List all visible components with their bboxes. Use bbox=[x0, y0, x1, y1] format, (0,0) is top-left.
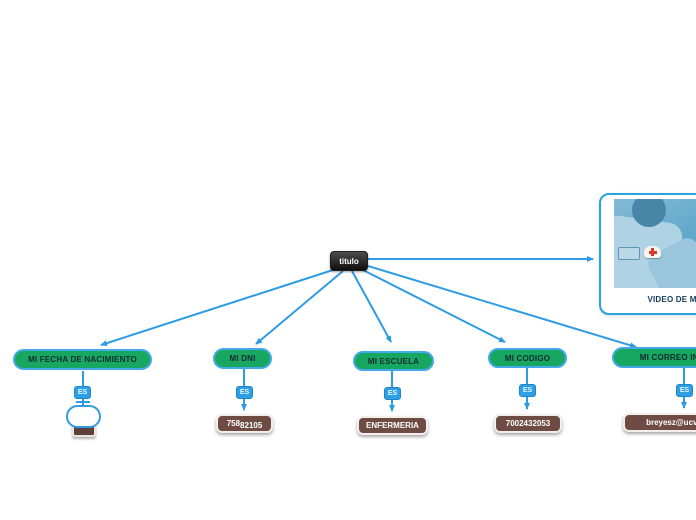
relation-label-correo[interactable]: ES bbox=[676, 384, 693, 397]
video-thumbnail[interactable]: ¿Qué LICE ENF bbox=[614, 199, 696, 288]
value-dni-sub: 82105 bbox=[240, 421, 263, 430]
value-codigo[interactable]: 7002432053 bbox=[494, 414, 562, 433]
video-node[interactable]: ¿Qué LICE ENF VIDEO DE MI ES bbox=[599, 193, 696, 315]
relation-label-fecha[interactable]: ES bbox=[74, 386, 91, 399]
edge-root-fecha bbox=[100, 268, 337, 347]
relation-label-codigo[interactable]: ES bbox=[519, 384, 536, 397]
relation-label-escuela[interactable]: ES bbox=[384, 387, 401, 400]
value-escuela[interactable]: ENFERMERIA bbox=[357, 416, 428, 435]
edge-root-codigo bbox=[360, 268, 506, 343]
nurse-id-badge bbox=[618, 247, 640, 260]
edge-root-escuela bbox=[351, 270, 392, 343]
edge-root-dni bbox=[255, 270, 344, 345]
thumbnail-blue-tint bbox=[614, 199, 696, 288]
value-correo[interactable]: breyesz@ucvvirt bbox=[623, 413, 696, 432]
topic-dni[interactable]: MI DNI bbox=[213, 348, 272, 369]
topic-escuela[interactable]: MI ESCUELA bbox=[353, 351, 434, 371]
relation-label-dni[interactable]: ES bbox=[236, 386, 253, 399]
topic-codigo[interactable]: MI CODIGO bbox=[488, 348, 567, 368]
nurse-cap-icon bbox=[644, 246, 661, 258]
topic-fecha-de-nacimiento[interactable]: MI FECHA DE NACIMIENTO bbox=[13, 349, 152, 370]
topic-correo-institucional[interactable]: MI CORREO INST bbox=[612, 347, 696, 368]
empty-editing-node[interactable] bbox=[66, 405, 101, 428]
nurse-head bbox=[632, 199, 666, 227]
value-dni-main: 758 bbox=[226, 419, 241, 428]
video-caption: VIDEO DE MI ES bbox=[647, 295, 696, 304]
root-node-titulo[interactable]: titulo bbox=[330, 251, 368, 271]
edge-root-correo bbox=[367, 265, 637, 349]
